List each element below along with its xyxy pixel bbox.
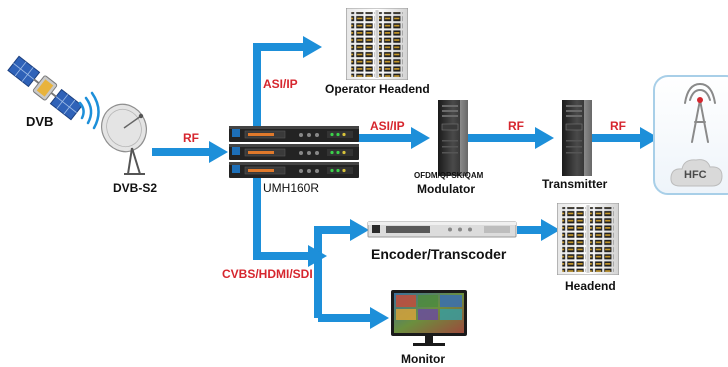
asi-ip-top-label: ASI/IP <box>263 77 298 91</box>
cloud-icon <box>670 159 723 187</box>
arrowhead-hfc <box>640 127 659 149</box>
rf-tx-label: RF <box>508 119 524 133</box>
headend-label: Headend <box>565 279 616 293</box>
arrowhead-modulator <box>411 127 430 149</box>
operator-headend-rack-icon <box>346 8 408 80</box>
rf-in-label: RF <box>183 131 199 145</box>
cvbs-hdmi-sdi-label: CVBS/HDMI/SDI <box>222 267 313 281</box>
transmitter-label: Transmitter <box>542 177 608 191</box>
arrowhead-monitor <box>370 307 389 329</box>
dvb-s2-label: DVB-S2 <box>113 181 158 195</box>
hfc-panel <box>653 75 728 195</box>
headend-rack-icon <box>557 203 619 275</box>
broadcast-antenna-icon <box>684 83 716 143</box>
arrowhead-headend <box>541 219 560 241</box>
arrow-heads <box>209 36 659 329</box>
encoder-transcoder-device <box>367 221 517 238</box>
modulator-tower-icon <box>437 100 469 176</box>
monitor-icon <box>391 290 467 346</box>
asi-ip-mod-label: ASI/IP <box>370 119 405 133</box>
dvb-label: DVB <box>26 114 54 129</box>
signal-waves-icon <box>78 91 100 130</box>
umh160r-label: UMH160R <box>263 181 320 195</box>
arrow-umh-to-encoder <box>253 178 310 260</box>
arrowhead-operator-headend <box>303 36 322 58</box>
umh160r-device <box>229 126 359 178</box>
connections <box>152 43 642 322</box>
transmitter-tower-icon <box>561 100 593 176</box>
monitor-label: Monitor <box>401 352 445 366</box>
arrow-umh-to-operator-headend <box>253 43 305 126</box>
operator-headend-label: Operator Headend <box>325 82 430 96</box>
satellite-icon <box>7 55 83 121</box>
arrowhead-encoder-low <box>308 245 327 267</box>
encoder-transcoder-label: Encoder/Transcoder <box>371 246 507 262</box>
hfc-label: HFC <box>684 169 707 181</box>
arrow-branch-to-encoder <box>314 226 352 318</box>
rf-out-label: RF <box>610 119 626 133</box>
modulator-label: Modulator <box>417 182 475 196</box>
modulator-modes-label: OFDM/QPSK/QAM <box>414 171 484 180</box>
arrowhead-encoder <box>350 219 369 241</box>
arrowhead-transmitter <box>535 127 554 149</box>
satellite-dish-icon <box>101 103 147 175</box>
arrowhead-umh <box>209 141 228 163</box>
